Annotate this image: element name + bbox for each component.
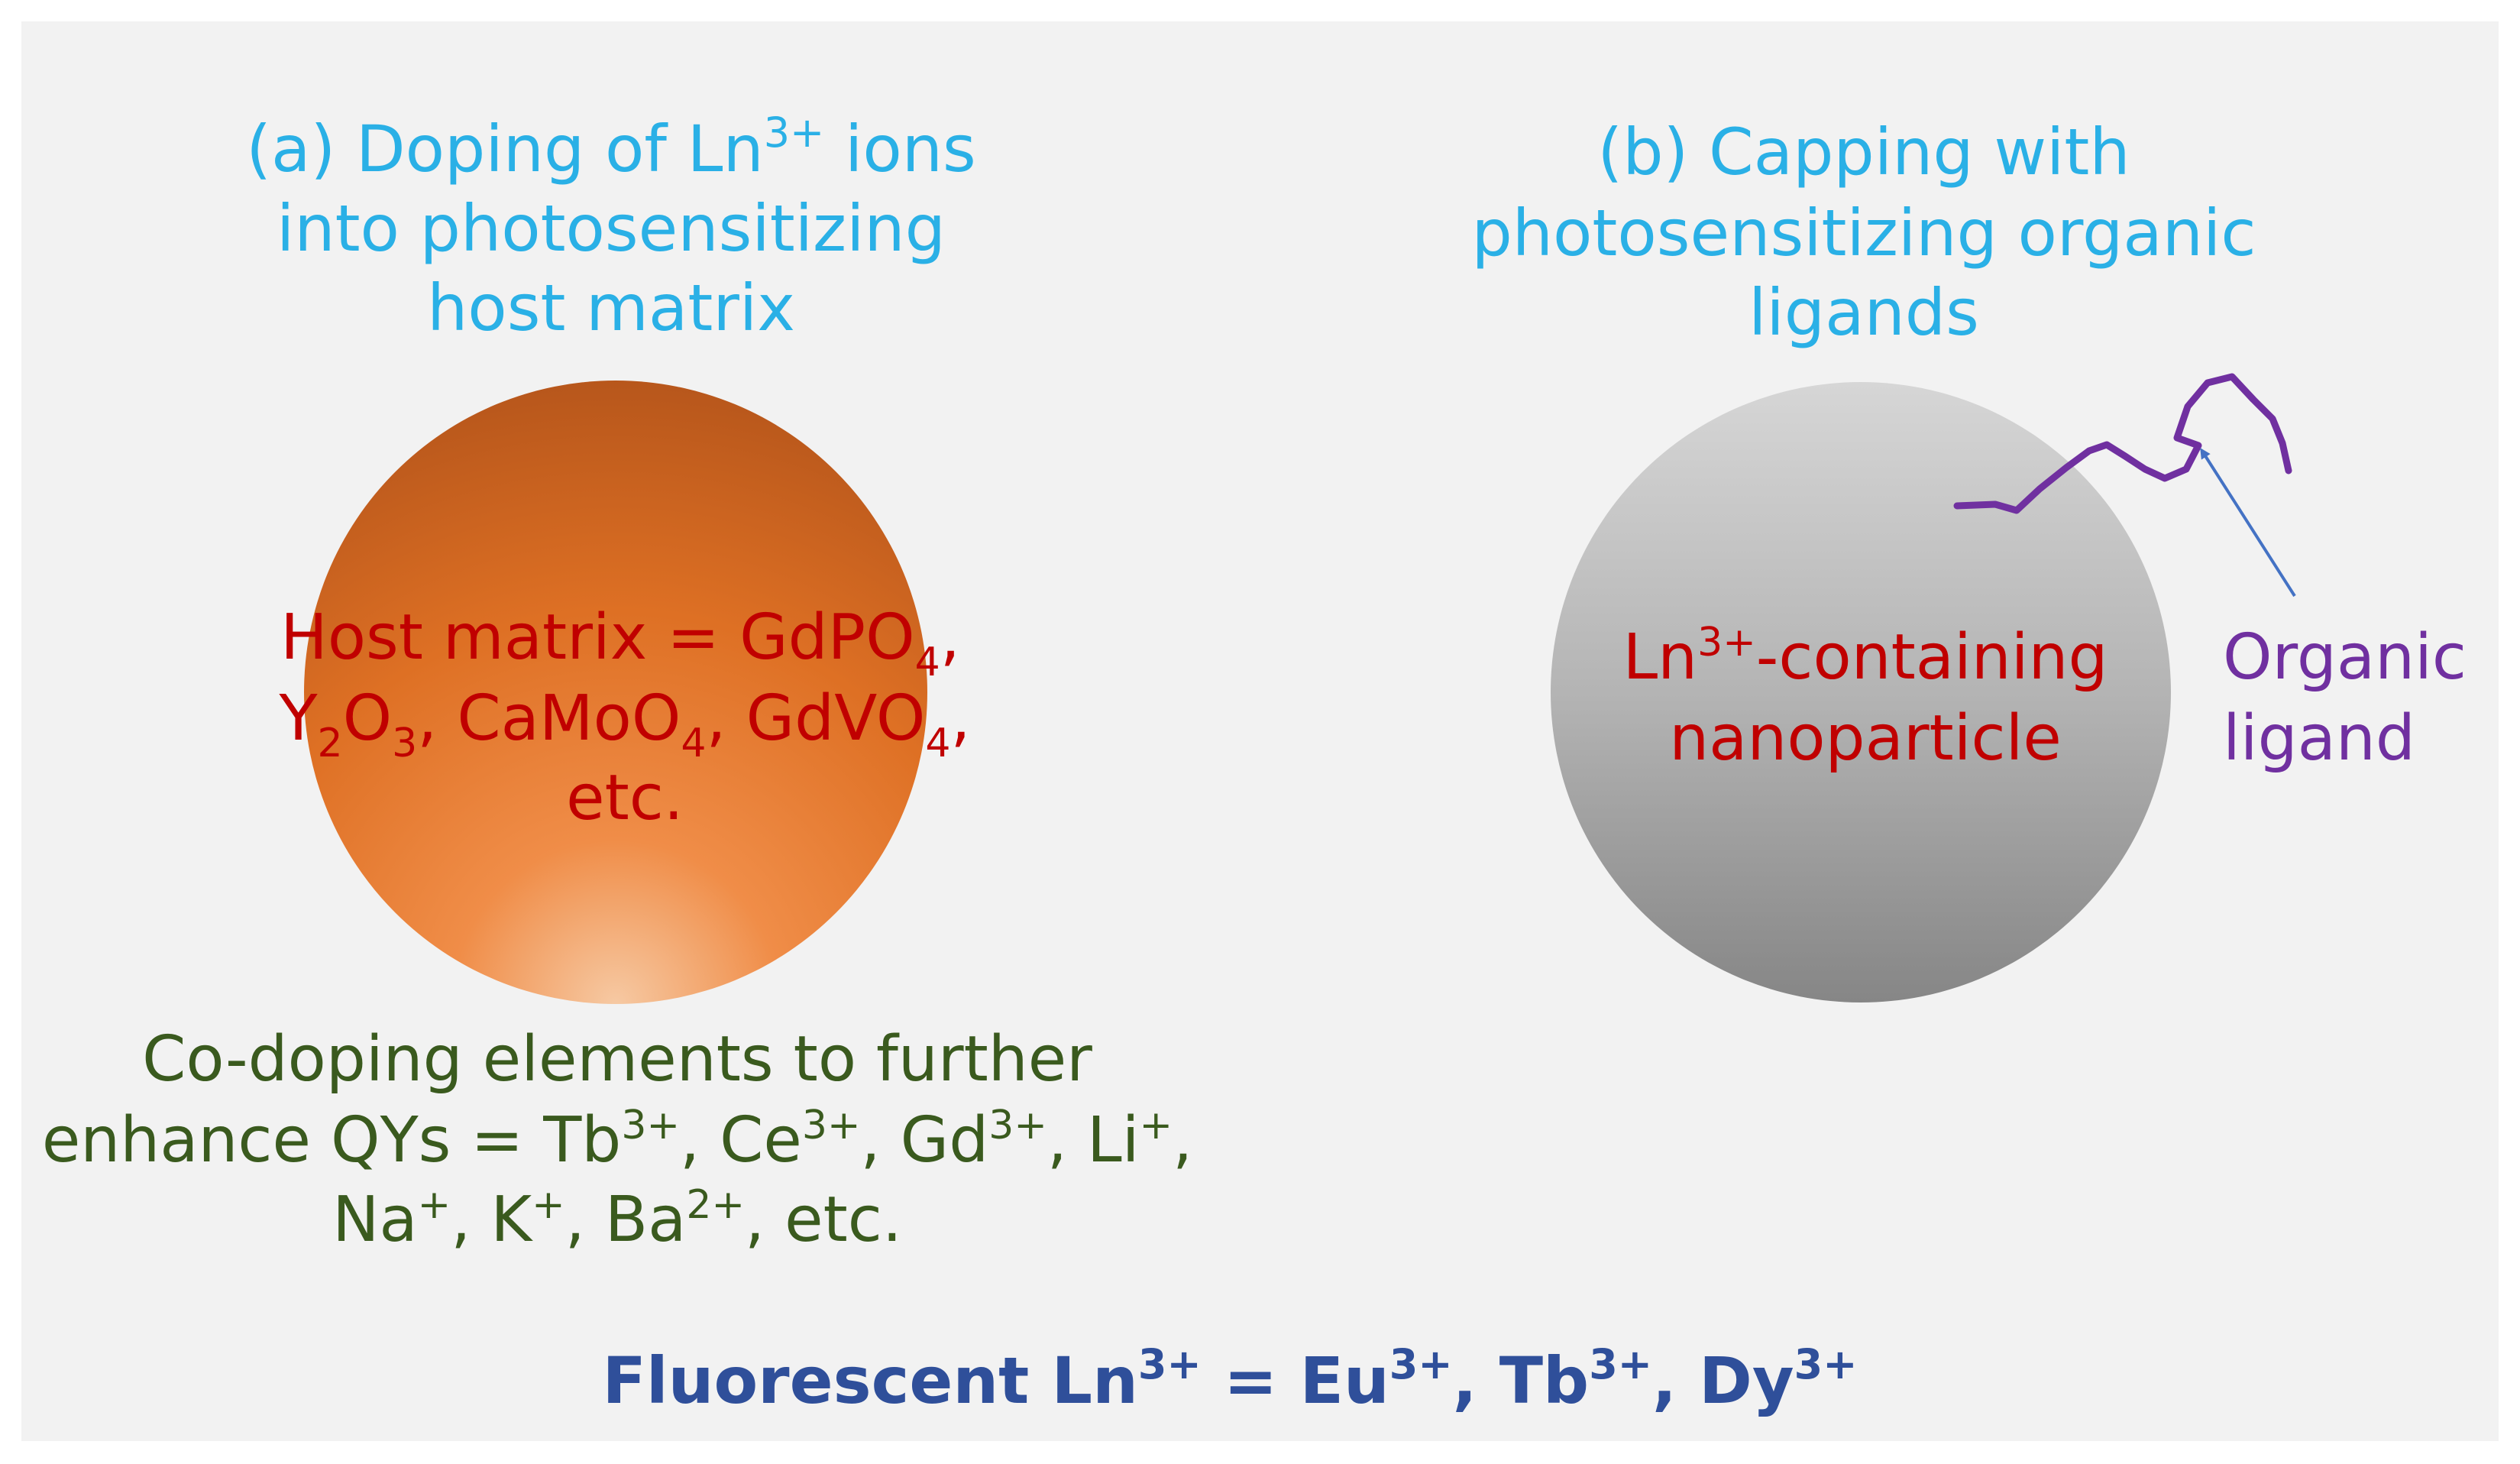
fluorescent-ln-footer: Fluorescent Ln3+ = Eu3+, Tb3+, Dy3+ (603, 1340, 1858, 1418)
panel-a-title-line-3: host matrix (427, 270, 795, 345)
panel-b: (b) Capping with photosensitizing organi… (1471, 115, 2467, 1002)
organic-ligand-line-1: Organic (2223, 621, 2467, 694)
nanoparticle-label: Ln3+-containing nanoparticle (1622, 620, 2108, 775)
codoping-line-1: Co-doping elements to further (142, 1023, 1092, 1096)
codoping-line-2: enhance QYs = Tb3+, Ce3+, Gd3+, Li+, (42, 1103, 1192, 1177)
panel-b-title-line-2: photosensitizing organic (1471, 196, 2256, 270)
nanoparticle-sphere (1551, 382, 2171, 1002)
nanoparticle-line-2: nanoparticle (1669, 702, 2062, 775)
panel-b-title: (b) Capping with photosensitizing organi… (1471, 115, 2256, 350)
codoping-line-3: Na+, K+, Ba2+, etc. (332, 1182, 902, 1256)
host-matrix-label: Host matrix = GdPO4, Y2O3, CaMoO4, GdVO4… (278, 601, 970, 834)
panel-b-title-line-1: (b) Capping with (1597, 115, 2130, 189)
organic-ligand-chain (1953, 373, 2292, 514)
panel-a-title-line-2: into photosensitizing (277, 191, 946, 266)
organic-ligand-line-2: ligand (2223, 702, 2415, 775)
organic-ligand-label: Organic ligand (2223, 621, 2467, 775)
panel-a: (a) Doping of Ln3+ ions into photosensit… (42, 109, 1192, 1256)
host-matrix-line-1: Host matrix = GdPO4, (280, 601, 960, 685)
panel-b-title-line-3: ligands (1748, 275, 1979, 350)
ligand-pointer-arrow (2200, 448, 2296, 598)
host-matrix-line-3: etc. (566, 762, 684, 834)
panel-a-title-line-1: (a) Doping of Ln3+ ions (246, 109, 975, 186)
host-matrix-line-2: Y2O3, CaMoO4, GdVO4, (278, 682, 970, 766)
nanoparticle-line-1: Ln3+-containing (1622, 620, 2108, 694)
codoping-label: Co-doping elements to further enhance QY… (42, 1023, 1192, 1256)
panel-a-title: (a) Doping of Ln3+ ions into photosensit… (246, 109, 975, 345)
host-matrix-sphere (304, 381, 927, 1004)
